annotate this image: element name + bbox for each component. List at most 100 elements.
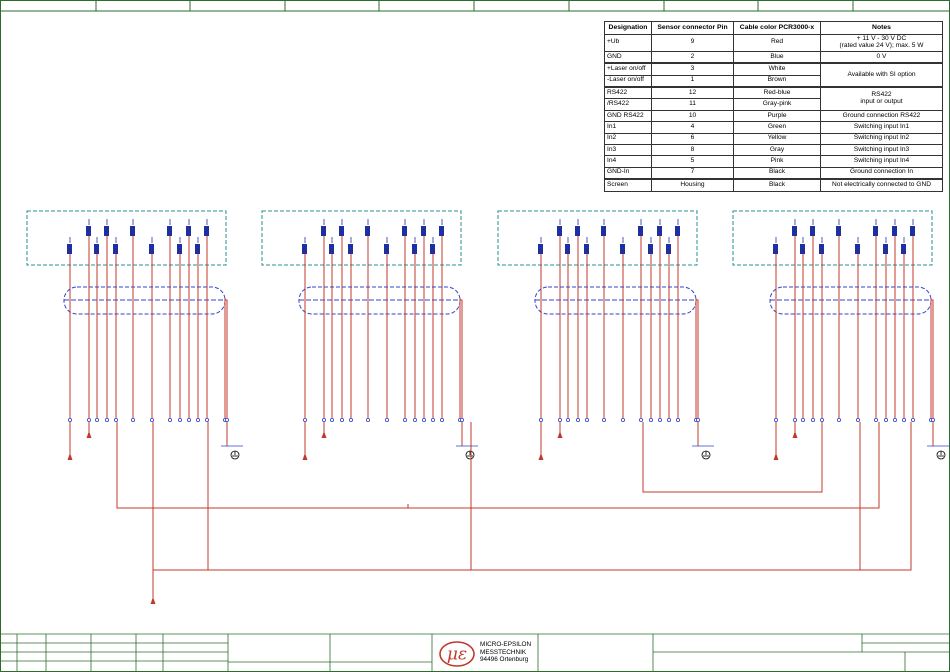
terminal-point bbox=[167, 417, 172, 422]
cell-pin: 4 bbox=[651, 121, 734, 134]
terminal-point bbox=[893, 417, 898, 422]
arrow-icon bbox=[773, 453, 779, 460]
cell-designation: GND bbox=[604, 50, 652, 64]
header-color: Cable color PCR3000-x bbox=[733, 21, 821, 35]
cell-designation: RS422 bbox=[604, 86, 652, 100]
cell-color: Black bbox=[733, 178, 821, 192]
arrow-icon bbox=[557, 431, 563, 438]
connector-pin bbox=[575, 226, 580, 236]
cell-note: Switching input In3 bbox=[820, 143, 943, 157]
connector-pin bbox=[819, 244, 824, 254]
terminal-point bbox=[68, 417, 73, 422]
micro-epsilon-logo: με bbox=[439, 641, 475, 667]
connector-pin bbox=[113, 244, 118, 254]
connector-pin bbox=[836, 226, 841, 236]
terminal-point bbox=[186, 417, 191, 422]
terminal-point bbox=[149, 417, 154, 422]
cell-color: Black bbox=[733, 166, 821, 180]
connector-pin bbox=[901, 244, 906, 254]
note-line: Available with SI option bbox=[847, 70, 916, 78]
cell-pin: 9 bbox=[651, 34, 734, 52]
bus-line-3 bbox=[860, 422, 912, 571]
connector-pin bbox=[67, 244, 72, 254]
connector-pin bbox=[883, 244, 888, 254]
terminal-point bbox=[130, 417, 135, 422]
connector-pin bbox=[810, 226, 815, 236]
screen-wire bbox=[460, 299, 463, 418]
cell-pin: 11 bbox=[651, 98, 734, 111]
sensor-1 bbox=[26, 210, 243, 460]
cell-pin: 7 bbox=[651, 166, 734, 180]
cell-color: White bbox=[733, 62, 821, 76]
connector-pin bbox=[892, 226, 897, 236]
connector-pin bbox=[365, 226, 370, 236]
terminal-point bbox=[558, 417, 563, 422]
cell-designation: In2 bbox=[604, 132, 652, 145]
note-line: Switching input In1 bbox=[853, 122, 910, 130]
note-line: Ground connection In bbox=[849, 168, 914, 176]
connector-pin bbox=[584, 244, 589, 254]
sensor-box bbox=[497, 210, 698, 266]
arrow-icon bbox=[538, 453, 544, 460]
terminal-point bbox=[820, 417, 825, 422]
cell-color: Gray-pink bbox=[733, 98, 821, 111]
cell-designation: Screen bbox=[604, 178, 652, 192]
connector-pin bbox=[439, 226, 444, 236]
connector-pin bbox=[800, 244, 805, 254]
connector-pin bbox=[565, 244, 570, 254]
terminal-point bbox=[902, 417, 907, 422]
note-line: Switching input In3 bbox=[853, 145, 910, 153]
cell-note: Switching input In2 bbox=[820, 132, 943, 145]
logo-mark: με bbox=[447, 645, 467, 665]
bus-line-3 bbox=[208, 422, 472, 571]
bus-line-1 bbox=[116, 422, 409, 509]
terminal-point bbox=[931, 417, 936, 422]
terminal-point bbox=[639, 417, 644, 422]
cell-pin: Housing bbox=[651, 178, 734, 192]
cell-note: Not electrically connected to GND bbox=[820, 178, 943, 192]
sensor-3 bbox=[497, 210, 714, 460]
connector-pin bbox=[873, 226, 878, 236]
terminal-point bbox=[384, 417, 389, 422]
connector-pin bbox=[339, 226, 344, 236]
arrow-icon bbox=[67, 453, 73, 460]
sensor-4 bbox=[732, 210, 949, 460]
cell-pin: 6 bbox=[651, 132, 734, 145]
cell-pin: 10 bbox=[651, 109, 734, 123]
terminal-point bbox=[676, 417, 681, 422]
arrow-icon bbox=[86, 431, 92, 438]
terminal-point bbox=[837, 417, 842, 422]
note-line: (rated value 24 V); max. 5 W bbox=[839, 41, 924, 49]
terminal-point bbox=[87, 417, 92, 422]
terminal-point bbox=[667, 417, 672, 422]
header-notes: Notes bbox=[820, 21, 943, 35]
note-line: Not electrically connected to GND bbox=[832, 180, 931, 188]
company-line-3: 94496 Ortenburg bbox=[480, 656, 529, 664]
terminal-point bbox=[114, 417, 119, 422]
connector-pin bbox=[412, 244, 417, 254]
connector-pin bbox=[648, 244, 653, 254]
note-line: 0 V bbox=[876, 52, 887, 60]
connector-pin bbox=[195, 244, 200, 254]
terminal-point bbox=[421, 417, 426, 422]
arrow-icon bbox=[150, 597, 156, 604]
logo-oval bbox=[439, 641, 475, 667]
pin-assignment-table: Designation Sensor connector Pin Cable c… bbox=[604, 21, 943, 192]
terminal-point bbox=[811, 417, 816, 422]
terminal-point bbox=[696, 417, 701, 422]
connector-pin bbox=[204, 226, 209, 236]
note-line: + 11 V - 30 V DC bbox=[856, 35, 907, 42]
terminal-point bbox=[339, 417, 344, 422]
terminal-point bbox=[412, 417, 417, 422]
cell-pin: 8 bbox=[651, 143, 734, 157]
connector-pin bbox=[94, 244, 99, 254]
company-line-1: MICRO-EPSILON bbox=[480, 641, 532, 648]
cell-color: Pink bbox=[733, 155, 821, 168]
terminal-point bbox=[195, 417, 200, 422]
